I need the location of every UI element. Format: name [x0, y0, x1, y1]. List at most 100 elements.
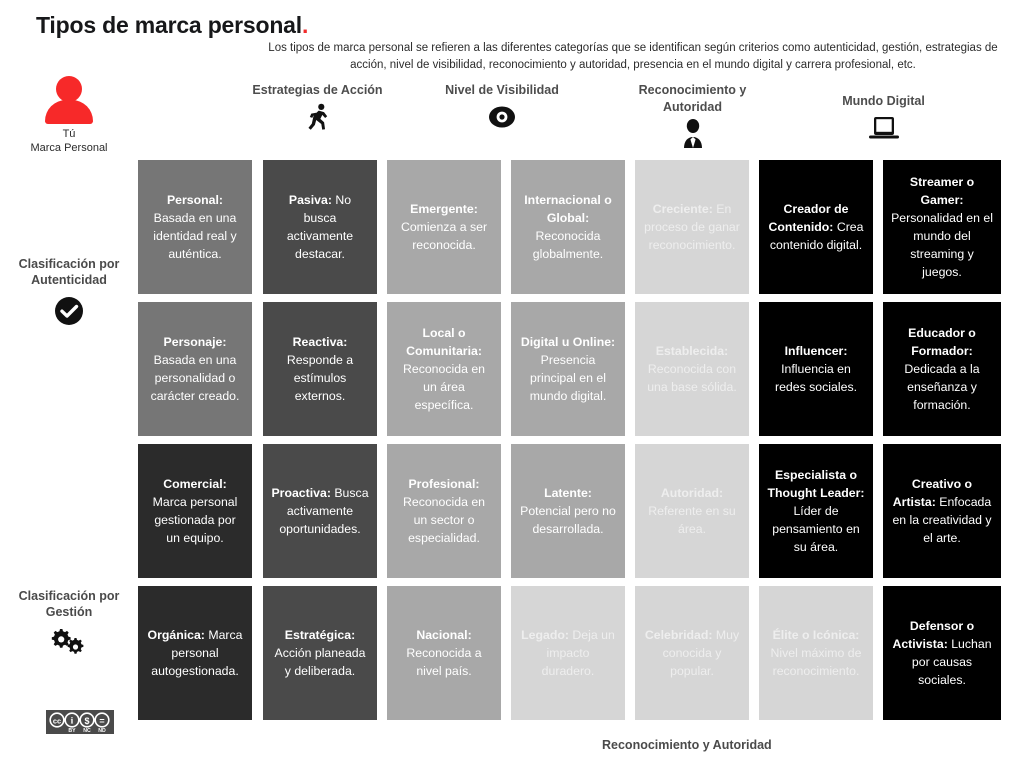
svg-text:NC: NC	[83, 728, 91, 734]
brand-type-description: Marca personal gestionada por un equipo.	[152, 495, 238, 545]
brand-type-term: Profesional:	[408, 477, 480, 491]
brand-type-card-text: Estratégica: Acción planeada y deliberad…	[271, 626, 369, 680]
brand-type-term: Creciente:	[652, 202, 713, 216]
footer-caption: Reconocimiento y Autoridad	[602, 738, 772, 752]
brand-type-description: Reconocida en un sector o especialidad.	[402, 495, 486, 545]
brand-type-description: Crea contenido digital.	[769, 220, 864, 252]
brand-type-description: Basada en una personalidad o carácter cr…	[150, 353, 240, 403]
rail-group-autenticidad: Clasificación por Autenticidad	[0, 256, 138, 328]
page-title-text: Tipos de marca personal	[36, 12, 302, 38]
brand-type-card-text: Creador de Contenido: Crea contenido dig…	[767, 200, 865, 254]
brand-type-card-text: Pasiva: No busca activamente destacar.	[271, 191, 369, 263]
brand-type-term: Latente:	[544, 486, 592, 500]
brand-type-term: Internacional o Global:	[524, 193, 612, 225]
column-header-reconocimiento: Reconocimiento y Autoridad	[626, 82, 759, 150]
brand-type-term: Personaje:	[163, 335, 227, 349]
brand-type-card: Educador o Formador: Dedicada a la enseñ…	[883, 302, 1001, 436]
brand-type-card: Influencer: Influencia en redes sociales…	[759, 302, 873, 436]
page-title: Tipos de marca personal.	[36, 12, 308, 39]
brand-type-card: Proactiva: Busca activamente oportunidad…	[263, 444, 377, 578]
brand-type-description: Influencia en redes sociales.	[774, 362, 858, 394]
brand-type-card-text: Especialista o Thought Leader: Líder de …	[767, 466, 865, 556]
eye-icon	[437, 101, 567, 133]
brand-type-card: Digital u Online: Presencia principal en…	[511, 302, 625, 436]
column-header-visibilidad-label: Nivel de Visibilidad	[445, 83, 559, 97]
brand-type-card-text: Streamer o Gamer: Personalidad en el mun…	[891, 173, 993, 281]
brand-type-card-text: Orgánica: Marca personal autogestionada.	[146, 626, 244, 680]
brand-type-term: Proactiva:	[271, 486, 331, 500]
brand-type-description: Personalidad en el mundo del streaming y…	[891, 211, 993, 279]
brand-type-card-text: Autoridad: Referente en su área.	[643, 484, 741, 538]
cc-by-nc-nd-badge: cc i $ = BY NC ND	[46, 710, 114, 734]
brand-type-card-text: Latente: Potencial pero no desarrollada.	[519, 484, 617, 538]
brand-type-card: Legado: Deja un impacto duradero.	[511, 586, 625, 720]
brand-type-card-text: Reactiva: Responde a estímulos externos.	[271, 333, 369, 405]
brand-type-card: Personaje: Basada en una personalidad o …	[138, 302, 252, 436]
brand-type-card: Defensor o Activista: Luchan por causas …	[883, 586, 1001, 720]
you-block: Tú Marca Personal	[0, 76, 138, 155]
brand-type-description: Reconocida globalmente.	[532, 229, 604, 261]
rail-group-autenticidad-label: Clasificación por Autenticidad	[18, 257, 120, 287]
svg-text:=: =	[99, 716, 104, 726]
brand-type-card: Personal: Basada en una identidad real y…	[138, 160, 252, 294]
brand-type-description: Enfocada en la creatividad y el arte.	[892, 495, 992, 545]
brand-type-card: Orgánica: Marca personal autogestionada.	[138, 586, 252, 720]
brand-type-card: Emergente: Comienza a ser reconocida.	[387, 160, 501, 294]
brand-type-card: Streamer o Gamer: Personalidad en el mun…	[883, 160, 1001, 294]
brand-type-term: Reactiva:	[292, 335, 348, 349]
brand-type-description: En proceso de ganar reconocimiento.	[644, 202, 740, 252]
brand-type-term: Celebridad:	[644, 628, 713, 642]
brand-type-term: Legado:	[521, 628, 569, 642]
brand-type-description: Acción planeada y deliberada.	[274, 646, 366, 678]
brand-type-term: Orgánica:	[147, 628, 205, 642]
svg-text:cc: cc	[53, 717, 61, 726]
brand-type-card-text: Personaje: Basada en una personalidad o …	[146, 333, 244, 405]
brand-type-card: Creciente: En proceso de ganar reconocim…	[635, 160, 749, 294]
brand-type-description: Marca personal autogestionada.	[151, 628, 243, 678]
brand-type-card: Nacional: Reconocida a nivel país.	[387, 586, 501, 720]
brand-type-term: Creador de Contenido:	[768, 202, 849, 234]
brand-type-term: Establecida:	[655, 344, 729, 358]
brand-type-description: Nivel máximo de reconocimiento.	[770, 646, 862, 678]
brand-type-card-text: Profesional: Reconocida en un sector o e…	[395, 475, 493, 547]
brand-type-description: Responde a estímulos externos.	[286, 353, 354, 403]
brand-type-term: Streamer o Gamer:	[909, 175, 975, 207]
svg-text:i: i	[71, 717, 74, 727]
rail-group-gestion-label: Clasificación por Gestión	[18, 589, 120, 619]
brand-type-card: Creativo o Artista: Enfocada en la creat…	[883, 444, 1001, 578]
brand-type-card-text: Local o Comunitaria: Reconocida en un ár…	[395, 324, 493, 414]
column-header-estrategias-label: Estrategias de Acción	[252, 83, 383, 97]
brand-type-description: Busca activamente oportunidades.	[279, 486, 369, 536]
brand-type-card: Comercial: Marca personal gestionada por…	[138, 444, 252, 578]
brand-type-description: Reconocida en un área específica.	[402, 362, 486, 412]
brand-type-term: Pasiva:	[288, 193, 332, 207]
brand-type-card: Latente: Potencial pero no desarrollada.	[511, 444, 625, 578]
brand-type-card: Élite o Icónica: Nivel máximo de reconoc…	[759, 586, 873, 720]
brand-type-card-text: Creativo o Artista: Enfocada en la creat…	[891, 475, 993, 547]
brand-type-term: Élite o Icónica:	[772, 628, 860, 642]
brand-type-term: Digital u Online:	[520, 335, 616, 349]
brand-type-card: Local o Comunitaria: Reconocida en un ár…	[387, 302, 501, 436]
column-header-mundo-digital-label: Mundo Digital	[842, 94, 925, 108]
brand-type-card-text: Establecida: Reconocida con una base sól…	[643, 342, 741, 396]
brand-type-card-text: Personal: Basada en una identidad real y…	[146, 191, 244, 263]
brand-type-description: Deja un impacto duradero.	[541, 628, 615, 678]
brand-type-term: Personal:	[166, 193, 224, 207]
brand-type-term: Defensor o Activista:	[892, 619, 975, 651]
person-tie-icon	[626, 118, 759, 150]
brand-type-card-text: Educador o Formador: Dedicada a la enseñ…	[891, 324, 993, 414]
brand-type-card: Autoridad: Referente en su área.	[635, 444, 749, 578]
brand-type-card-text: Influencer: Influencia en redes sociales…	[767, 342, 865, 396]
page-subtitle: Los tipos de marca personal se refieren …	[268, 42, 998, 71]
brand-type-card: Creador de Contenido: Crea contenido dig…	[759, 160, 873, 294]
svg-text:BY: BY	[68, 728, 76, 734]
brand-type-term: Local o Comunitaria:	[406, 326, 482, 358]
brand-type-term: Educador o Formador:	[908, 326, 976, 358]
rail-group-gestion: Clasificación por Gestión	[0, 588, 138, 660]
svg-text:$: $	[84, 716, 89, 726]
brand-type-card: Profesional: Reconocida en un sector o e…	[387, 444, 501, 578]
brand-type-card-text: Celebridad: Muy conocida y popular.	[643, 626, 741, 680]
you-label-line1: Tú	[62, 128, 76, 140]
brand-type-card: Internacional o Global: Reconocida globa…	[511, 160, 625, 294]
